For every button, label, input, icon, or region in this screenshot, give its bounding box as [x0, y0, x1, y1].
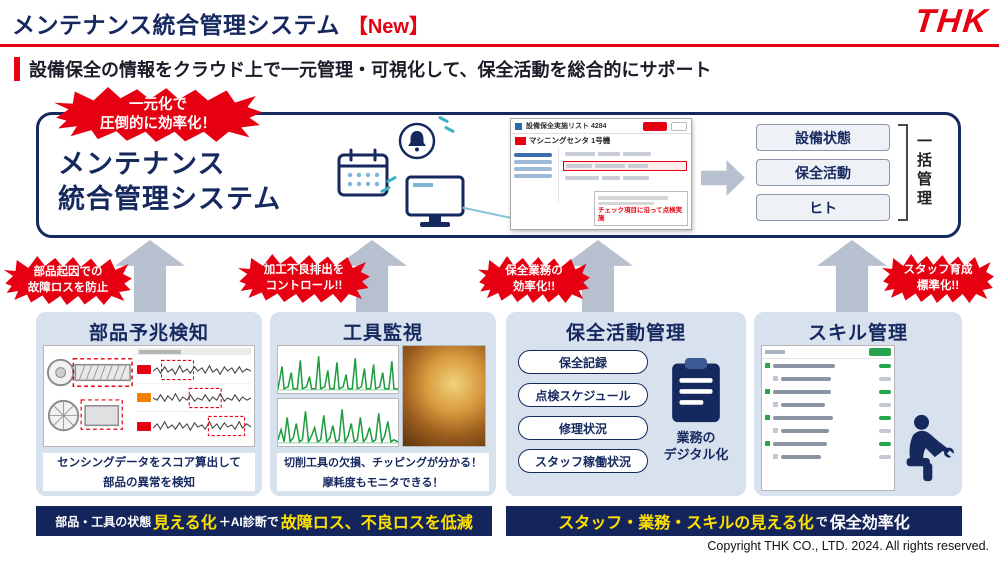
card-skill-management: スキル管理	[754, 312, 962, 496]
card-title: 工具監視	[342, 323, 423, 344]
machine-name: マシニングセンタ 1号機	[529, 136, 611, 145]
card-title: 部品予兆検知	[88, 323, 209, 344]
callout-skills: スタッフ育成 標準化!!	[882, 254, 994, 303]
level-chip	[137, 393, 151, 402]
waveform-panel	[277, 398, 399, 447]
clipboard-icon	[672, 358, 720, 423]
hero-burst-line2: 圧倒的に効率化！	[100, 116, 216, 132]
hero-burst-line1: 一元化で	[129, 97, 187, 114]
callout-parts: 部品起因での 故障ロスを防止	[4, 256, 132, 305]
bracket-label: 一括管理	[915, 133, 932, 209]
skill-screenshot-header	[762, 346, 894, 359]
system-name-line2: 統合管理システム	[58, 183, 282, 214]
tool-monitoring-image	[277, 345, 489, 447]
trace-plot	[153, 415, 251, 437]
level-chip	[137, 421, 151, 431]
level-chip	[137, 365, 151, 374]
app-mark-icon	[515, 122, 522, 130]
button-maintenance-record: 保全記録	[518, 350, 648, 374]
maintenance-buttons: 保全記録 点検スケジュール 修理状況 スタッフ稼働状況	[518, 350, 648, 482]
card-tool-monitoring: 工具監視 切削工具の欠損、チッピングが分かる！	[270, 312, 496, 496]
screenshot-body	[511, 147, 691, 203]
subtitle-accent-bar	[14, 57, 20, 81]
notification-bell-icon	[398, 122, 436, 160]
card-parts-detection: 部品予兆検知	[36, 312, 262, 496]
subtitle: 設備保全の情報をクラウド上で一元管理・可視化して、保全活動を総合的にサポート	[14, 56, 712, 82]
screenshot-sidebar	[511, 147, 559, 203]
digitalization-label: 業務の デジタル化	[663, 430, 729, 462]
system-ui-screenshot: 設備保全実施リスト 4284 マシニングセンタ 1号機 チェック	[510, 118, 692, 230]
output-box-equipment: 設備状態	[756, 124, 890, 151]
screenshot-machine-row: マシニングセンタ 1号機	[511, 134, 691, 147]
grouping-bracket	[898, 124, 908, 221]
machine-tag	[515, 136, 526, 145]
screenshot-red-button	[643, 121, 667, 131]
ballscrew-drawing	[46, 358, 133, 432]
screenshot-gray-button	[671, 121, 687, 131]
tool-signal-plot	[277, 356, 398, 391]
vibration-traces	[134, 346, 254, 446]
card-title: 保全活動管理	[565, 323, 686, 344]
system-name: メンテナンス 統合管理システム	[58, 147, 281, 216]
subtitle-text: 設備保全の情報をクラウド上で一元管理・可視化して、保全活動を総合的にサポート	[29, 60, 712, 80]
technician-with-wrench-icon	[906, 414, 955, 482]
cutting-tool-photo	[402, 345, 486, 447]
card-caption: センシングデータをスコア算出して 部品の異常を検知	[43, 453, 255, 491]
header-rule	[0, 44, 999, 47]
thk-logo: THK	[913, 2, 991, 39]
banner-loss-reduction: 部品・工具の状態 見える化 ＋AI診断で 故障ロス、不良ロスを低減	[36, 506, 492, 536]
screenshot-note-text: チェック項目に沿って点検実施	[598, 207, 683, 223]
trace-plot	[153, 387, 251, 408]
calendar-icon	[337, 148, 389, 197]
card-title: スキル管理	[807, 323, 908, 344]
up-arrow-skills	[817, 240, 887, 312]
copyright: Copyright THK CO., LTD. 2024. All rights…	[707, 539, 989, 553]
waveform-panel	[277, 345, 399, 394]
tool-signal-plot	[277, 409, 399, 445]
output-box-people: ヒト	[756, 194, 890, 221]
screenshot-header: 設備保全実施リスト 4284	[511, 119, 691, 134]
system-name-line1: メンテナンス	[58, 149, 226, 179]
highlighted-row	[563, 161, 687, 171]
button-staff-utilization: スタッフ稼働状況	[518, 449, 648, 473]
button-inspection-schedule: 点検スケジュール	[518, 383, 648, 407]
banner-efficiency: スタッフ・業務・スキルの見える化 で 保全効率化	[506, 506, 962, 536]
new-badge: 【New】	[347, 16, 429, 38]
waveform-column	[277, 345, 399, 447]
page-title: メンテナンス統合管理システム	[12, 12, 340, 38]
card-caption: 切削工具の欠損、チッピングが分かる！ 摩耗度もモニタできる！	[277, 453, 489, 491]
output-box-maintenance: 保全活動	[756, 159, 890, 186]
monitor-icon	[405, 175, 465, 227]
trace-plot	[153, 359, 251, 380]
skill-ui-screenshot	[761, 345, 895, 491]
screenshot-note: チェック項目に沿って点検実施	[594, 191, 688, 226]
button-repair-status: 修理状況	[518, 416, 648, 440]
screenshot-list-title: 設備保全実施リスト 4284	[526, 123, 607, 130]
screenshot-table	[559, 147, 691, 203]
parts-sensing-image	[43, 345, 255, 447]
header: メンテナンス統合管理システム 【New】	[12, 6, 429, 40]
card-maintenance-management: 保全活動管理 保全記録 点検スケジュール 修理状況 スタッフ稼働状況 業務の デ…	[506, 312, 746, 496]
green-action-button	[869, 348, 891, 356]
